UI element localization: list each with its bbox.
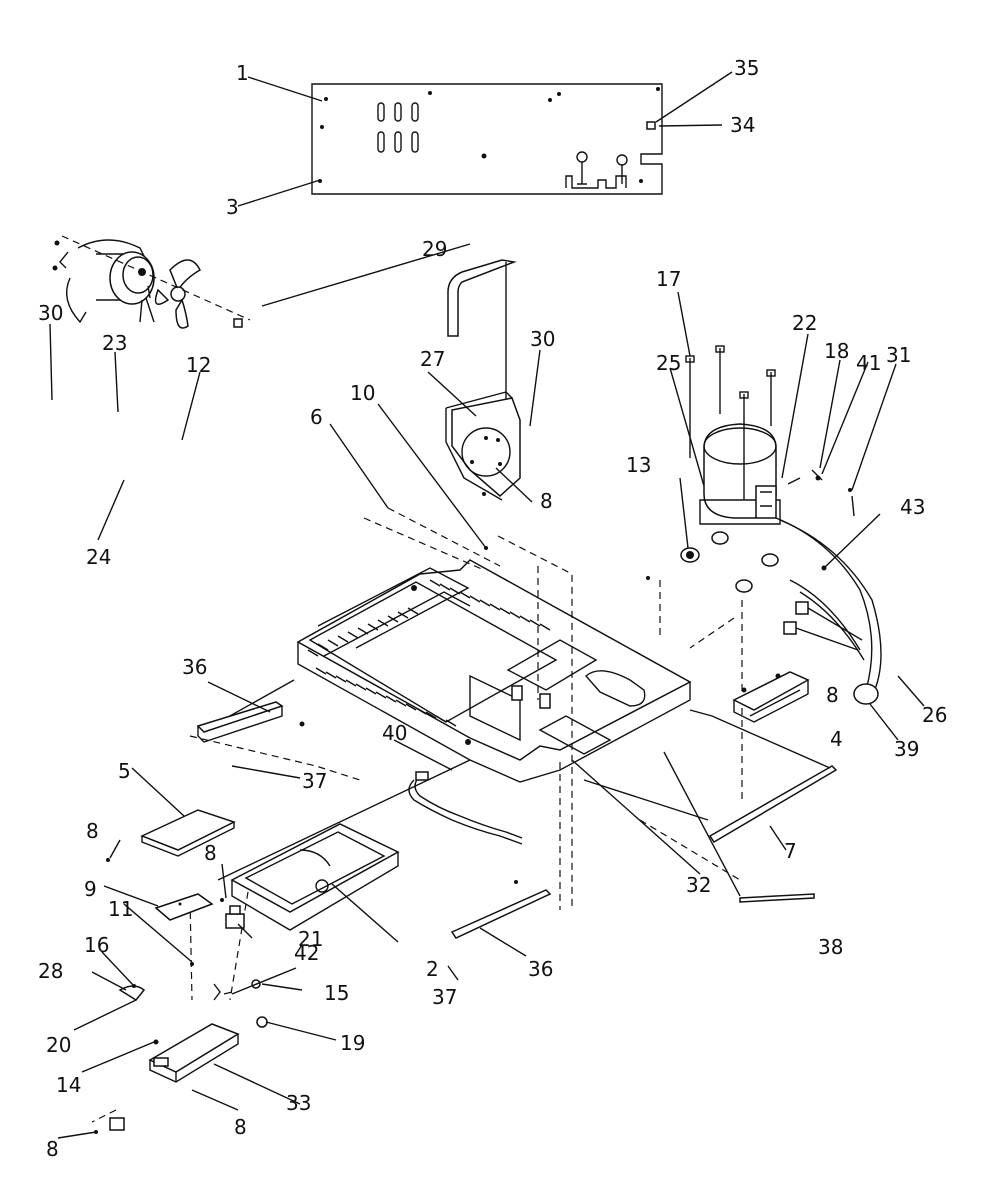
callout-27: 27 <box>420 347 445 371</box>
callout-39: 39 <box>894 737 919 761</box>
control-panel-part <box>311 83 663 195</box>
callout-30-left: 30 <box>38 301 63 325</box>
bottom-rail-36 <box>450 880 552 939</box>
tube-40 <box>408 771 523 845</box>
callout-30-right: 30 <box>530 327 555 351</box>
callout-8-bottom: 8 <box>46 1137 59 1161</box>
callout-22: 22 <box>792 311 817 335</box>
callout-8-shroud: 8 <box>540 489 553 513</box>
callout-6: 6 <box>310 405 323 429</box>
callout-34: 34 <box>730 113 755 137</box>
callout-3: 3 <box>226 195 239 219</box>
bracket-4 <box>732 671 810 723</box>
condenser-coils <box>307 579 551 727</box>
leader-38-line <box>663 751 741 897</box>
callout-43: 43 <box>900 495 925 519</box>
bracket-9 <box>154 893 214 921</box>
callout-33: 33 <box>286 1091 311 1115</box>
callout-12: 12 <box>186 353 211 377</box>
callout-24: 24 <box>86 545 111 569</box>
callout-26: 26 <box>922 703 947 727</box>
callout-15: 15 <box>324 981 349 1005</box>
callout-32: 32 <box>686 873 711 897</box>
callout-19: 19 <box>340 1031 365 1055</box>
callout-29: 29 <box>422 237 447 261</box>
callout-18: 18 <box>824 339 849 363</box>
callout-5: 5 <box>118 759 131 783</box>
rod-7 <box>689 709 838 844</box>
callout-10: 10 <box>350 381 375 405</box>
compressor-assembly <box>680 345 882 705</box>
fan-leader-lines <box>49 323 201 541</box>
callout-14: 14 <box>56 1073 81 1097</box>
drain-pan-fitting-21 <box>225 905 245 929</box>
callout-31: 31 <box>886 343 911 367</box>
callout-40: 40 <box>382 721 407 745</box>
callout-13: 13 <box>626 453 651 477</box>
condenser-fan-assembly <box>52 239 243 329</box>
callout-labels: 1 3 35 34 29 17 22 30 23 12 30 27 18 41 … <box>38 56 947 1161</box>
callout-8-box: 8 <box>234 1115 247 1139</box>
fan-axis-dashline <box>61 235 471 321</box>
callout-11: 11 <box>108 897 133 921</box>
callout-17: 17 <box>656 267 681 291</box>
callout-38: 38 <box>818 935 843 959</box>
insulation-5 <box>140 809 236 857</box>
callout-1: 1 <box>236 61 249 85</box>
callout-8-bracket: 8 <box>826 683 839 707</box>
callout-8-left: 8 <box>86 819 99 843</box>
callout-37-bottom: 37 <box>432 985 457 1009</box>
callout-7: 7 <box>784 839 797 863</box>
leader-lines-top <box>237 71 733 207</box>
callout-36-top: 36 <box>182 655 207 679</box>
callout-36-bottom: 36 <box>528 957 553 981</box>
front-leader-lines <box>57 681 787 1139</box>
callout-25: 25 <box>656 351 681 375</box>
callout-16: 16 <box>84 933 109 957</box>
callout-4: 4 <box>830 727 843 751</box>
base-pan-assembly <box>296 546 692 783</box>
rail-36-top <box>196 701 305 743</box>
callout-28: 28 <box>38 959 63 983</box>
small-parts-front <box>94 858 268 1134</box>
callout-37-top: 37 <box>302 769 327 793</box>
callout-42: 42 <box>294 941 319 965</box>
compressor-leader-lines <box>669 291 925 741</box>
callout-20: 20 <box>46 1033 71 1057</box>
shroud-leader-lines <box>329 349 541 549</box>
callout-8-pan: 8 <box>204 841 217 865</box>
callout-21: 21 <box>298 927 323 951</box>
callout-41: 41 <box>856 351 881 375</box>
callout-23: 23 <box>102 331 127 355</box>
callout-35: 35 <box>734 56 759 80</box>
strip-38 <box>739 893 815 903</box>
control-box-33 <box>148 1023 240 1083</box>
callout-2: 2 <box>426 957 439 981</box>
callout-9: 9 <box>84 877 97 901</box>
drain-pan-2 <box>230 823 400 931</box>
shroud-27 <box>445 391 521 501</box>
